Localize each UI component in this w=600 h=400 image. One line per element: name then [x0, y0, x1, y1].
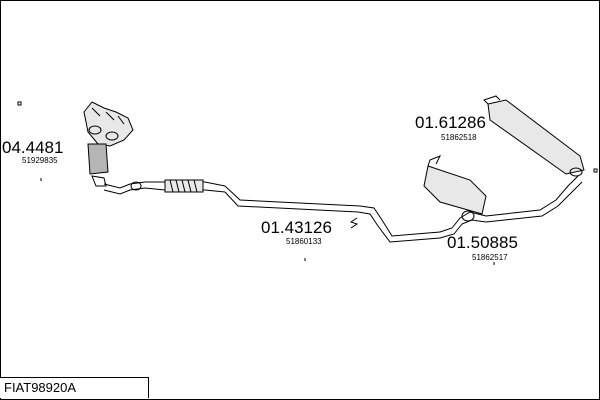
- oe-number-label: 51929835: [22, 156, 58, 165]
- part-number-label: 01.50885: [447, 233, 518, 252]
- part-number-label: 04.4481: [2, 138, 63, 157]
- manifold-catalytic-converter[interactable]: [83, 101, 134, 187]
- diagram-code-box: FIAT98920A: [0, 377, 149, 398]
- front-pipe-flex[interactable]: [103, 179, 226, 195]
- oe-number-label: 51860133: [286, 237, 322, 246]
- centre-silencer[interactable]: [423, 155, 487, 239]
- oe-number-label: 51862518: [441, 133, 477, 142]
- part-number-label: 01.43126: [261, 218, 332, 237]
- marker-left: [17, 101, 22, 106]
- oe-number-label: 51862517: [472, 253, 508, 262]
- part-number-label: 01.61286: [415, 113, 486, 132]
- diagram-code: FIAT98920A: [4, 380, 77, 395]
- middle-pipe[interactable]: [224, 185, 441, 243]
- marker-right: [593, 168, 598, 173]
- rear-silencer[interactable]: [483, 95, 585, 223]
